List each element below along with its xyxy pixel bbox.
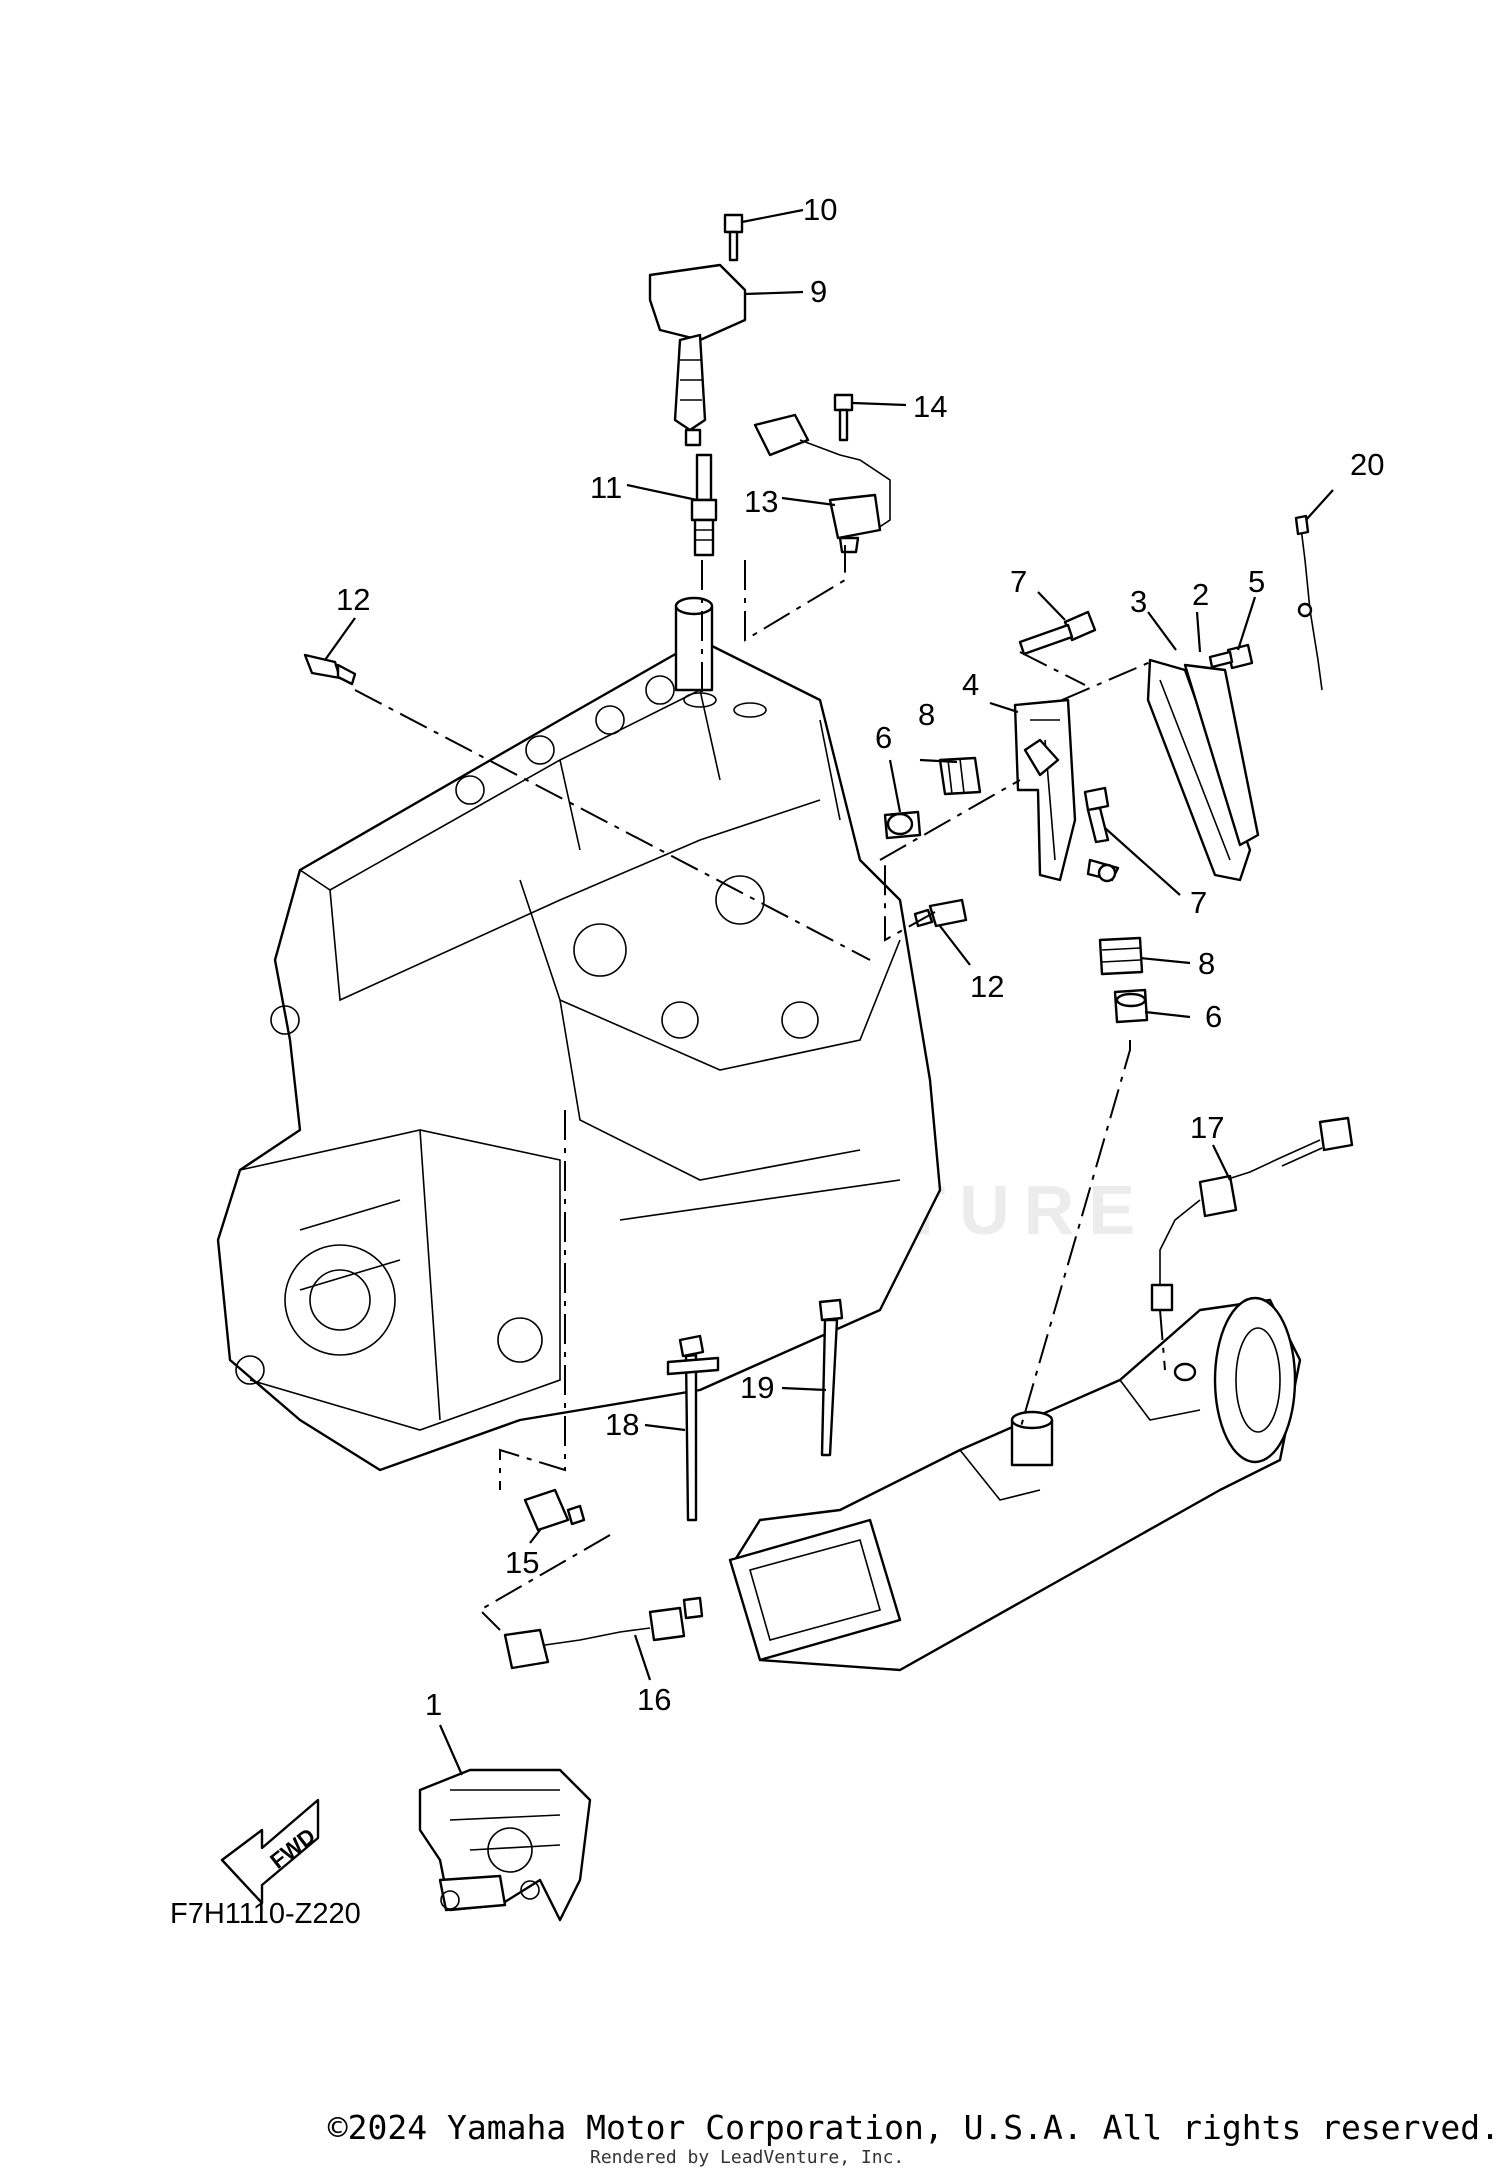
callout-20: 20 [1350, 447, 1384, 482]
assembly-lines [354, 545, 1166, 1631]
render-credit: Rendered by LeadVenture, Inc. [590, 2147, 905, 2168]
callout-12-lower: 12 [970, 969, 1004, 1004]
knock-sensor [503, 1488, 704, 1670]
callout-10: 10 [803, 192, 837, 227]
throttle-body [418, 1768, 592, 1922]
callout-8-lower: 8 [1198, 946, 1215, 981]
callout-11: 11 [590, 470, 622, 505]
bracket-assembly [883, 610, 1260, 1024]
callout-7-upper: 7 [1010, 564, 1027, 599]
callout-7-lower: 7 [1190, 885, 1207, 920]
callout-18: 18 [605, 1407, 639, 1442]
callout-6-lower: 6 [1205, 999, 1222, 1034]
callout-12-upper: 12 [336, 582, 370, 617]
leader-lines [324, 208, 1334, 1776]
exhaust-manifold [728, 1296, 1302, 1672]
callout-2: 2 [1192, 577, 1209, 612]
spark-plug [690, 453, 718, 557]
cam-position-sensor [753, 393, 891, 554]
callout-15: 15 [505, 1545, 539, 1580]
callout-17: 17 [1190, 1110, 1224, 1145]
callout-19: 19 [740, 1370, 774, 1405]
diagram-code: F7H1110-Z220 [170, 1898, 361, 1930]
oxygen-sensor [1150, 1116, 1354, 1312]
callout-6-upper: 6 [875, 720, 892, 755]
callout-3: 3 [1130, 584, 1147, 619]
cable-ties [666, 1298, 844, 1522]
temperature-sensors [303, 653, 968, 928]
callout-numbers: 10 9 14 11 13 20 12 7 3 2 5 4 8 6 7 12 8… [336, 192, 1384, 1722]
callout-9: 9 [810, 274, 827, 309]
callout-4: 4 [962, 667, 979, 702]
ignition-coil [648, 213, 747, 447]
fwd-arrow-icon: FWD [220, 1798, 320, 1905]
callout-5: 5 [1248, 564, 1265, 599]
hose-clip [1294, 514, 1323, 691]
callout-13: 13 [744, 484, 778, 519]
callout-8-upper: 8 [918, 697, 935, 732]
engine-block [216, 596, 942, 1472]
callout-16: 16 [637, 1682, 671, 1717]
callout-1: 1 [425, 1687, 442, 1722]
callout-14: 14 [913, 389, 947, 424]
copyright-notice: ©2024 Yamaha Motor Corporation, U.S.A. A… [327, 2108, 1500, 2147]
